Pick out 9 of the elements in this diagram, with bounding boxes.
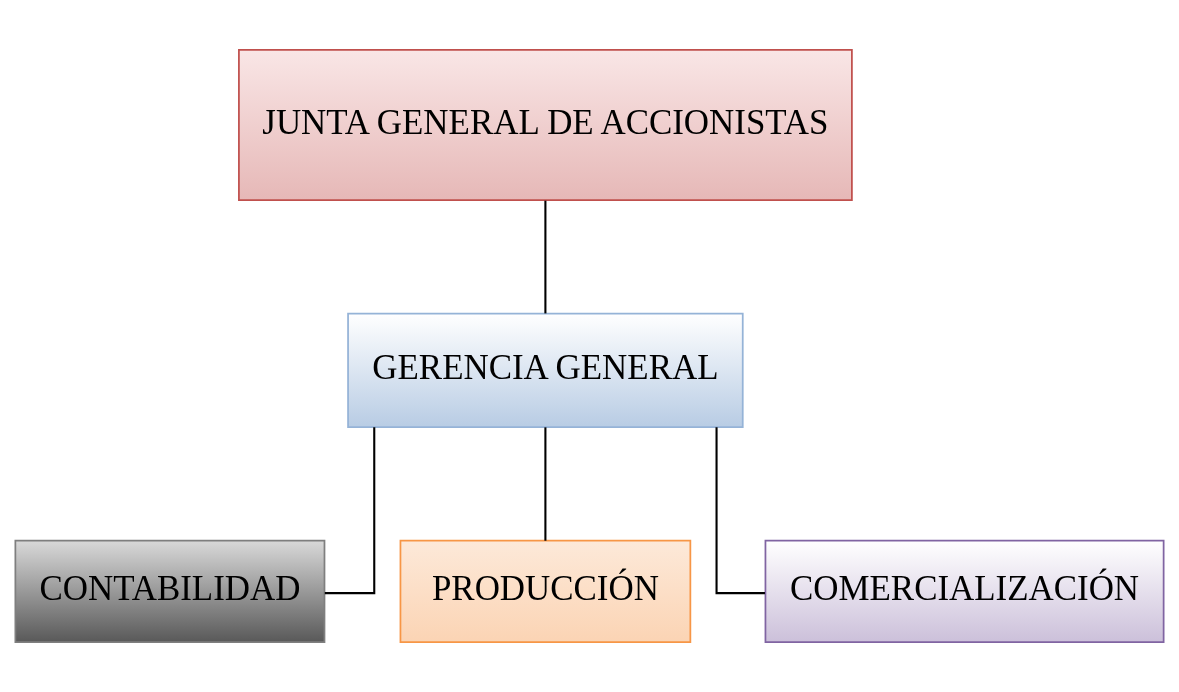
node-box: PRODUCCIÓN — [399, 539, 692, 643]
connector — [324, 427, 376, 595]
connector — [715, 427, 765, 595]
node-box: GERENCIA GENERAL — [347, 312, 744, 429]
node-box: CONTABILIDAD — [14, 539, 326, 643]
node-box: JUNTA GENERAL DE ACCIONISTAS — [238, 49, 853, 202]
connector — [544, 427, 547, 541]
connector — [544, 200, 547, 314]
node-box: COMERCIALIZACIÓN — [764, 539, 1165, 643]
